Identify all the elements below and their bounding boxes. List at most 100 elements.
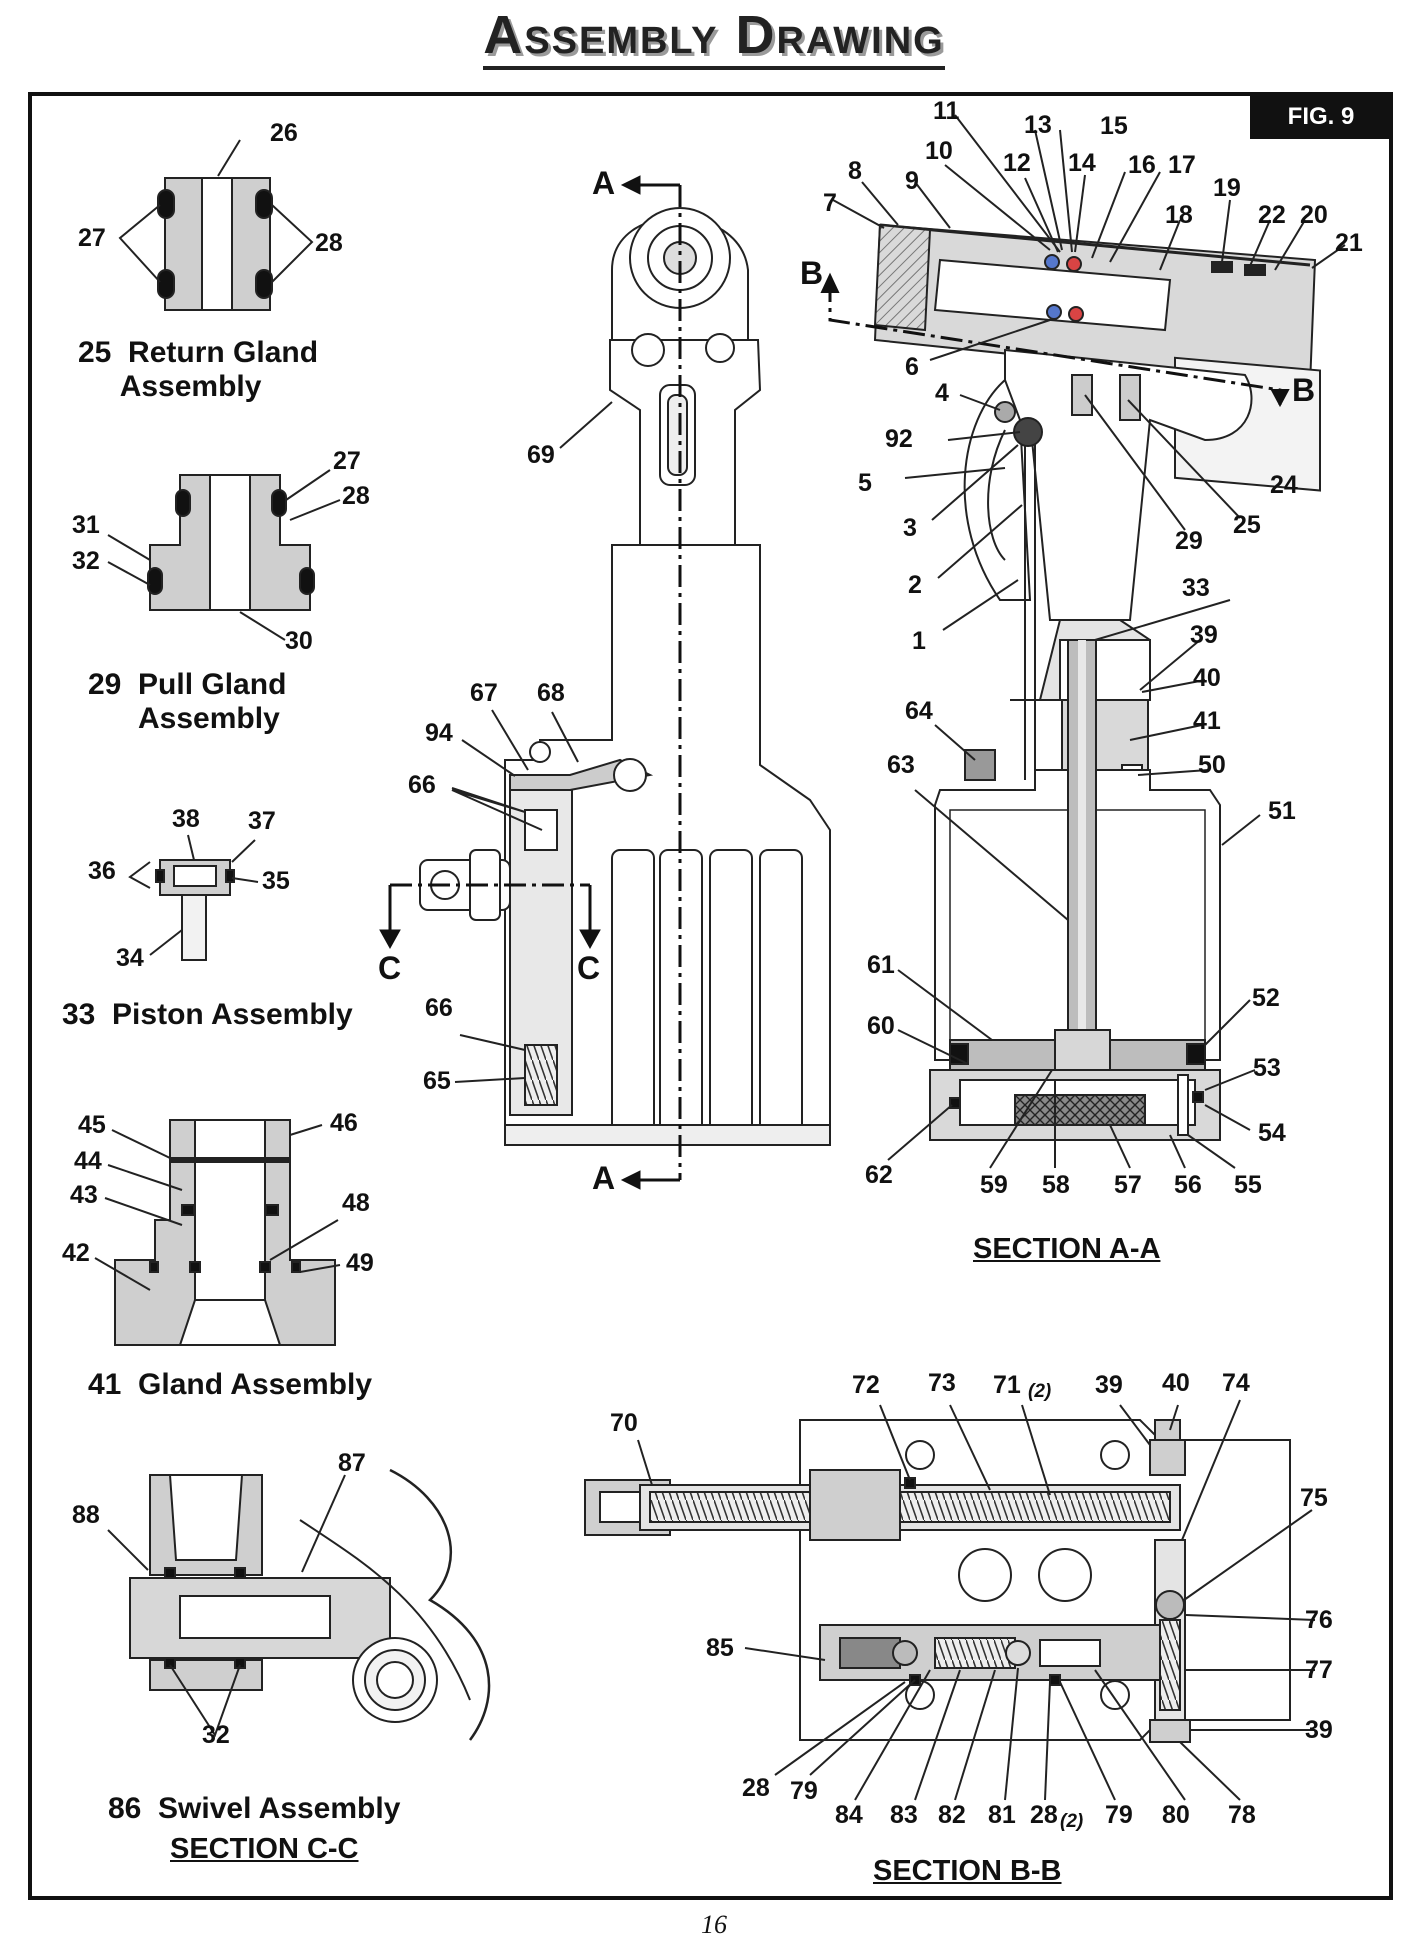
- part-number: 53: [1253, 1054, 1281, 1082]
- section-title-cc: SECTION C-C: [170, 1833, 359, 1865]
- part-number: 30: [285, 627, 313, 655]
- part-number: 65: [423, 1067, 451, 1095]
- front-view-leaders: [451, 401, 613, 1083]
- part-number: 44: [74, 1147, 102, 1175]
- part-number: 45: [78, 1111, 106, 1139]
- part-number: 40: [1162, 1369, 1190, 1397]
- marker-a-top: A: [592, 165, 616, 201]
- marker-c-left: C: [378, 950, 402, 986]
- part-number: 82: [938, 1801, 966, 1829]
- section-bb: [584, 1419, 1291, 1743]
- part-number: 39: [1190, 621, 1218, 649]
- part-number: 57: [1114, 1171, 1142, 1199]
- part-number: 92: [885, 425, 913, 453]
- part-number: 22: [1258, 201, 1286, 229]
- part-number: 1: [912, 627, 926, 655]
- part-number: 73: [928, 1369, 956, 1397]
- part-number: 43: [70, 1181, 98, 1209]
- part-number: 18: [1165, 201, 1193, 229]
- part-number: 80: [1162, 1801, 1190, 1829]
- part-number: 62: [865, 1161, 893, 1189]
- part-number: 26: [270, 119, 298, 147]
- part-number: 84: [835, 1801, 863, 1829]
- drawing-frame: [28, 92, 1393, 1900]
- part-number: 56: [1174, 1171, 1202, 1199]
- figure-label: FIG. 9: [1250, 94, 1392, 139]
- caption-pull-gland: 29 Pull Gland Assembly: [88, 668, 287, 735]
- part-number: 68: [537, 679, 565, 707]
- part-number: 3: [903, 514, 917, 542]
- part-number: 74: [1222, 1369, 1250, 1397]
- part-number: 85: [706, 1634, 734, 1662]
- part-number: 81: [988, 1801, 1016, 1829]
- part-number: 29: [1175, 527, 1203, 555]
- part-number: 49: [346, 1249, 374, 1277]
- part-number: 11: [933, 97, 960, 125]
- part-number: 61: [867, 951, 895, 979]
- part-number: 32: [72, 547, 100, 575]
- part-number: 39: [1095, 1371, 1123, 1399]
- part-number: 16: [1128, 151, 1156, 179]
- part-number: 21: [1335, 229, 1363, 257]
- part-number: 79: [790, 1777, 818, 1805]
- part-number: 70: [610, 1409, 638, 1437]
- part-number: 42: [62, 1239, 90, 1267]
- section-title-aa: SECTION A-A: [973, 1233, 1161, 1265]
- part-number: 58: [1042, 1171, 1070, 1199]
- part-number: 76: [1305, 1606, 1333, 1634]
- caption-swivel: 86 Swivel Assembly: [108, 1792, 401, 1825]
- part-number: 55: [1234, 1171, 1262, 1199]
- part-number: 6: [905, 353, 919, 381]
- part-number: 66: [425, 994, 453, 1022]
- part-number: 27: [78, 224, 106, 252]
- part-number: 5: [858, 469, 872, 497]
- marker-c-right: C: [577, 950, 601, 986]
- part-number: 59: [980, 1171, 1008, 1199]
- part-number: 52: [1252, 984, 1280, 1012]
- part-number: 32: [202, 1721, 230, 1749]
- part-number: 83: [890, 1801, 918, 1829]
- part-number: 87: [338, 1449, 366, 1477]
- part-number: 88: [72, 1501, 100, 1529]
- piston-assembly: [128, 834, 259, 961]
- front-view: [419, 207, 831, 1146]
- part-number: 71: [993, 1371, 1021, 1399]
- part-number: 72: [852, 1371, 880, 1399]
- part-number: 13: [1024, 111, 1052, 139]
- part-number: 27: [333, 447, 361, 475]
- part-number: 28: [1030, 1801, 1058, 1829]
- section-aa: [820, 223, 1321, 1141]
- part-number: 2: [908, 571, 922, 599]
- page-title: Assembly Drawing: [0, 0, 1428, 70]
- marker-a-bottom: A: [592, 1160, 616, 1196]
- part-number: 17: [1168, 151, 1196, 179]
- caption-gland: 41 Gland Assembly: [88, 1368, 373, 1401]
- part-number: 38: [172, 805, 200, 833]
- part-number-qty: (2): [1060, 1811, 1084, 1832]
- pull-gland-assembly: [107, 469, 341, 641]
- part-number: 28: [342, 482, 370, 510]
- part-number: 19: [1213, 174, 1241, 202]
- part-number: 78: [1228, 1801, 1256, 1829]
- part-number: 10: [925, 137, 953, 165]
- part-number: 12: [1003, 149, 1031, 177]
- section-lines: [379, 175, 682, 1190]
- part-number: 24: [1270, 471, 1298, 499]
- part-number: 60: [867, 1012, 895, 1040]
- marker-b-left: B: [800, 255, 824, 291]
- part-number: 48: [342, 1189, 370, 1217]
- part-number: 77: [1305, 1656, 1333, 1684]
- part-number: 33: [1182, 574, 1210, 602]
- page-number: 16: [701, 1910, 727, 1939]
- part-number: 36: [88, 857, 116, 885]
- part-number: 25: [1233, 511, 1261, 539]
- marker-b-right: B: [1292, 372, 1316, 408]
- part-number: 66: [408, 771, 436, 799]
- section-aa-leaders: [832, 114, 1346, 1169]
- part-number: 69: [527, 441, 555, 469]
- part-number: 40: [1193, 664, 1221, 692]
- part-number: 37: [248, 807, 276, 835]
- part-number: 20: [1300, 201, 1328, 229]
- swivel-assembly: [107, 1468, 491, 1741]
- part-number: 4: [935, 379, 949, 407]
